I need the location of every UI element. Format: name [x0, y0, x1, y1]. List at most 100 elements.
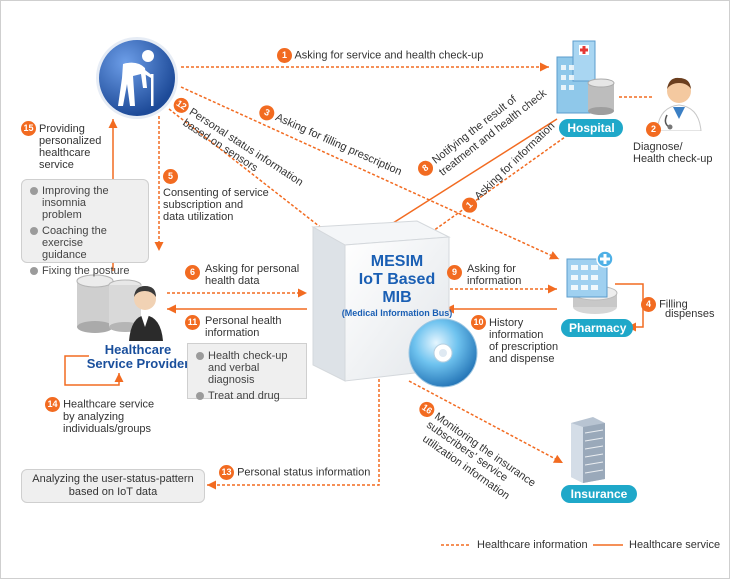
step-4-number: 4	[641, 297, 656, 312]
pharmacy-icon	[566, 250, 618, 314]
step-6-line1: Asking for personal	[205, 263, 300, 275]
step-1-text: Asking for service and health check-up	[294, 49, 484, 62]
hospital-icon	[556, 40, 615, 115]
step-6-label: 6	[185, 265, 200, 280]
step-6-text: Asking for personal health data	[205, 263, 299, 287]
step-11-line2: information	[205, 327, 260, 339]
flow-3-line	[180, 86, 560, 260]
service-item-posture: Fixing the posture	[28, 265, 142, 277]
legend-info-label: Healthcare information	[477, 539, 588, 551]
step-2-text: Diagnose/ Health check-up	[633, 141, 713, 165]
step-5-line3: data utilization	[163, 211, 234, 223]
analysis-line1: Analyzing the user-status-pattern	[32, 473, 194, 485]
step-2-label: 2	[646, 122, 661, 137]
provider-label: Healthcare Service Provider	[83, 343, 193, 371]
step-14-text: by analyzing individuals/groups	[63, 411, 151, 435]
bullet-icon	[30, 267, 38, 275]
flow-16-line	[408, 380, 564, 464]
insurance-icon	[571, 417, 605, 483]
step-1-label: 1 Asking for service and health check-up	[277, 48, 483, 63]
doctor-icon	[656, 77, 702, 131]
step-6-line2: health data	[205, 275, 260, 287]
disc-icon	[408, 318, 478, 388]
step-13-number: 13	[219, 465, 234, 480]
checkup-item-diagnosis-line1: Health check-up	[208, 350, 288, 362]
step-4-label: 4 Filling	[641, 297, 688, 312]
pharmacy-badge: Pharmacy	[561, 319, 633, 337]
step-15-line4: service	[39, 159, 74, 171]
step-2-line1: Diagnose/	[633, 141, 683, 153]
step-10-line1: History	[489, 317, 524, 329]
step-4-line1: Filling	[659, 298, 688, 311]
step-14-number: 14	[45, 397, 60, 412]
step-5-text: Consenting of service subscription and d…	[163, 187, 269, 223]
step-2-number: 2	[646, 122, 661, 137]
step-10-text: History information of prescription and …	[489, 317, 558, 365]
service-item-exercise-line2: guidance	[42, 249, 87, 261]
checkup-box: Health check-up and verbal diagnosis Tre…	[187, 343, 307, 402]
step-10-line2: information	[489, 329, 544, 341]
step-1-number: 1	[277, 48, 292, 63]
mib-title-line1: MESIM	[370, 253, 424, 270]
step-14-line3: individuals/groups	[63, 423, 152, 435]
step-15-label: 15	[21, 121, 36, 136]
step-2-line2: Health check-up	[633, 153, 713, 165]
legend-service-label: Healthcare service	[629, 539, 721, 551]
step-11-number: 11	[185, 315, 200, 330]
step-10-label: 10	[471, 315, 486, 330]
step-5-line2: subscription and	[163, 199, 244, 211]
analysis-line2: based on IoT data	[68, 486, 158, 498]
flow-14-line	[64, 355, 124, 386]
flow-8-line	[370, 118, 558, 238]
flow-13-line	[207, 379, 380, 490]
checkup-item-diagnosis-line2: and verbal diagnosis	[208, 362, 260, 386]
service-box: Improving the insomnia problem Coaching …	[21, 179, 149, 277]
step-13-label: 13 Personal status information	[219, 465, 370, 480]
step-9-line2: information	[467, 275, 522, 287]
provider-label-line2: Service Provider	[86, 356, 190, 371]
step-10-line4: and dispense	[489, 353, 555, 365]
step-14-line1: Healthcare service	[63, 398, 155, 411]
mib-subtitle: (Medical Information Bus)	[341, 308, 453, 318]
bullet-icon	[196, 392, 204, 400]
step-11-line1: Personal health	[205, 315, 282, 327]
mib-title-line3: MIB	[382, 289, 412, 306]
step-14-label: 14 Healthcare service	[45, 397, 154, 412]
step-9-line1: Asking for	[467, 263, 516, 275]
step-11-label: 11	[185, 315, 200, 330]
insurance-badge: Insurance	[561, 485, 637, 503]
step-9-text: Asking for information	[467, 263, 521, 287]
provider-icon	[76, 274, 163, 341]
step-10-line3: of prescription	[489, 341, 559, 353]
bullet-icon	[30, 227, 38, 235]
step-15-line3: healthcare	[39, 147, 91, 159]
step-9-label: 9	[447, 265, 462, 280]
service-item-exercise-line1: Coaching the exercise	[42, 225, 107, 249]
service-item-insomnia-line2: problem	[42, 209, 82, 221]
checkup-item-treat-line1: Treat and drug	[208, 390, 280, 402]
service-item-insomnia-line1: Improving the insomnia	[42, 185, 109, 209]
step-6-number: 6	[185, 265, 200, 280]
step-4-line2: dispenses	[665, 308, 715, 320]
service-item-exercise: Coaching the exercise guidance	[28, 225, 142, 261]
step-5-label: 5	[163, 169, 178, 184]
provider-label-line1: Healthcare	[104, 342, 172, 357]
service-item-posture-line1: Fixing the posture	[42, 265, 130, 277]
analysis-box: Analyzing the user-status-pattern based …	[21, 469, 205, 503]
bullet-icon	[196, 352, 204, 360]
mib-title-line2: IoT Based	[358, 271, 436, 288]
step-5-line1: Consenting of service	[163, 187, 269, 199]
flow-1b-line	[418, 126, 580, 242]
step-10-number: 10	[471, 315, 486, 330]
step-9-number: 9	[447, 265, 462, 280]
step-5-number: 5	[163, 169, 178, 184]
step-13-text: Personal status information	[237, 466, 371, 479]
bullet-icon	[30, 187, 38, 195]
checkup-item-treat: Treat and drug	[194, 390, 300, 402]
hospital-badge: Hospital	[559, 119, 623, 137]
step-15-line2: personalized	[39, 135, 102, 147]
step-11-text: Personal health information	[205, 315, 281, 339]
patient-icon	[96, 37, 178, 119]
